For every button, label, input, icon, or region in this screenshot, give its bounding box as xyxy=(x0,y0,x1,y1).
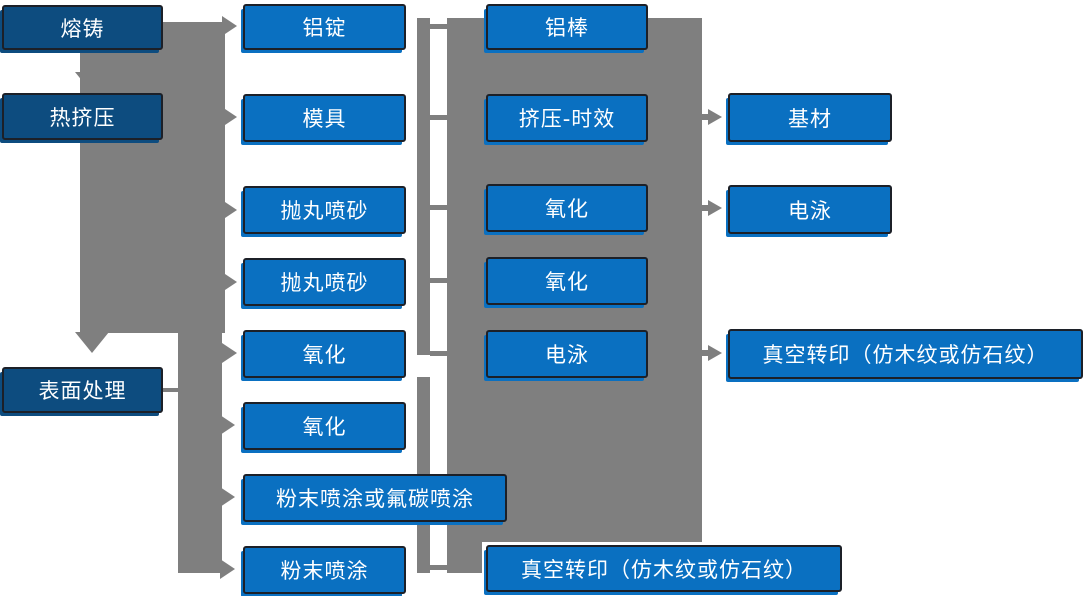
tick-oxidation-3-connector xyxy=(430,205,447,210)
arrow-to-base-material-shaft xyxy=(700,114,710,120)
arrow-to-vacuum-transfer-right-shaft xyxy=(700,350,710,356)
node-vacuum-transfer-bottom: 真空转印（仿木纹或仿石纹） xyxy=(486,545,842,592)
node-extrusion-aging: 挤压-时效 xyxy=(486,94,648,142)
node-hot-extrusion: 热挤压 xyxy=(2,93,163,140)
left-lower-bus-connector xyxy=(178,333,222,573)
node-powder-coating: 粉末喷涂 xyxy=(243,546,406,594)
tick-electrophoresis-1-connector xyxy=(430,351,447,356)
arrow-to-electrophoresis-2-shaft xyxy=(700,205,710,211)
surface-treatment-link-connector xyxy=(163,388,178,392)
arrow-to-shot-blasting-1-arrowhead-icon xyxy=(222,200,237,220)
node-oxidation-4: 氧化 xyxy=(486,257,648,305)
node-oxidation-1: 氧化 xyxy=(243,330,406,378)
arrow-to-powder-coating-arrowhead-icon xyxy=(220,559,235,579)
arrow-to-aluminum-ingot-arrowhead-icon xyxy=(222,16,237,36)
tick-vacuum-bottom-connector xyxy=(430,565,447,570)
arrow-to-shot-blasting-2-arrowhead-icon xyxy=(222,272,237,292)
node-vacuum-transfer-right: 真空转印（仿木纹或仿石纹） xyxy=(728,329,1083,379)
arrow-to-electrophoresis-2-arrowhead-icon xyxy=(708,200,722,216)
node-oxidation-2: 氧化 xyxy=(243,402,406,450)
arrow-to-surface-treatment-arrowhead-icon xyxy=(75,332,109,353)
node-base-material: 基材 xyxy=(728,93,892,142)
tick-oxidation-4-connector xyxy=(430,278,447,283)
node-electrophoresis-1: 电泳 xyxy=(486,330,648,378)
right-bus-stub-connector xyxy=(447,540,482,573)
node-aluminum-ingot: 铝锭 xyxy=(243,4,406,50)
arrow-to-mold-arrowhead-icon xyxy=(222,107,237,127)
node-shot-blasting-2: 抛丸喷砂 xyxy=(243,258,406,306)
tick-aluminum-rod-connector xyxy=(430,24,447,29)
node-electrophoresis-2: 电泳 xyxy=(728,185,892,234)
node-powder-or-fluorocarbon-coating: 粉末喷涂或氟碳喷涂 xyxy=(243,474,507,522)
node-oxidation-3: 氧化 xyxy=(486,184,648,232)
arrow-to-base-material-arrowhead-icon xyxy=(708,109,722,125)
arrow-to-hot-extrusion-arrowhead-icon xyxy=(75,72,109,93)
mid-bar-upper-connector xyxy=(417,18,430,355)
node-shot-blasting-1: 抛丸喷砂 xyxy=(243,186,406,234)
node-melting-casting: 熔铸 xyxy=(2,5,163,50)
arrow-to-oxidation-1-arrowhead-icon xyxy=(222,343,237,363)
arrow-to-oxidation-2-arrowhead-icon xyxy=(220,415,235,435)
tick-extrusion-aging-connector xyxy=(430,115,447,120)
arrow-to-powder-or-fluorocarbon-arrowhead-icon xyxy=(220,487,235,507)
node-surface-treatment: 表面处理 xyxy=(2,367,163,413)
shaft-aluminum-ingot-connector xyxy=(163,22,222,30)
node-aluminum-rod: 铝棒 xyxy=(486,4,648,50)
node-mold: 模具 xyxy=(243,94,406,142)
arrow-to-vacuum-transfer-right-arrowhead-icon xyxy=(708,345,722,361)
